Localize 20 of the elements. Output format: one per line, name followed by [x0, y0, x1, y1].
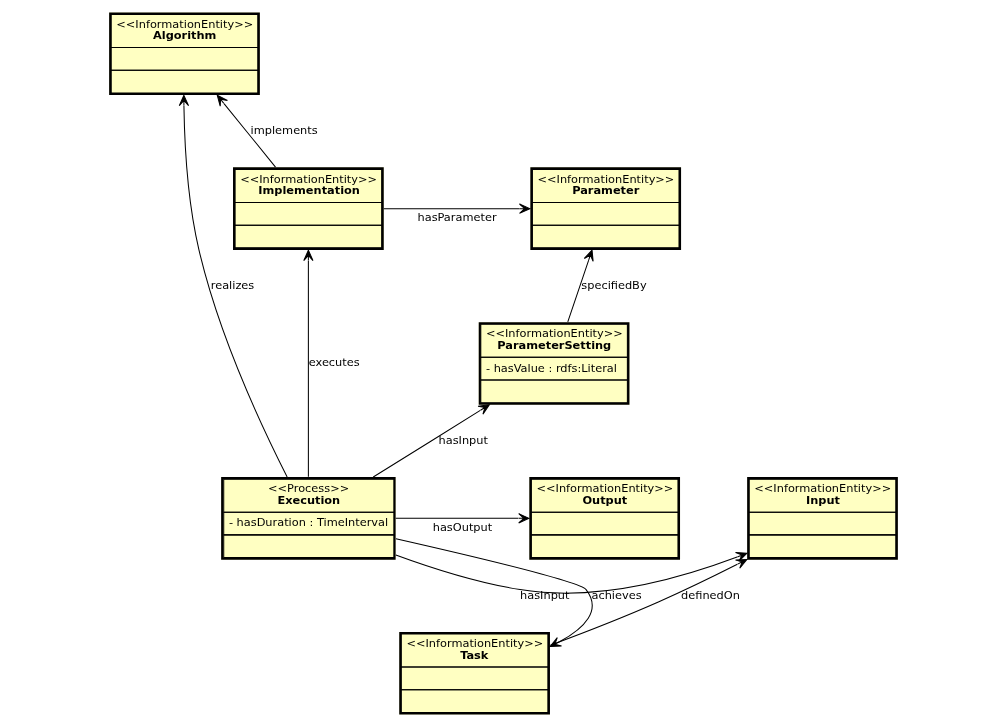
arrow [549, 558, 747, 646]
edge-label: realizes [210, 277, 254, 292]
edge-label: hasParameter [417, 209, 497, 224]
arrow [216, 94, 276, 168]
edge-label: executes [308, 355, 360, 370]
edge-label: hasInput [438, 432, 488, 447]
arrow [394, 552, 747, 594]
arrow [566, 249, 594, 323]
arrow [394, 538, 593, 648]
arrow [394, 513, 530, 524]
arrow [372, 404, 490, 478]
arrow [178, 94, 288, 478]
edge-label: hasInput [519, 587, 570, 602]
edge-label: hasOutput [432, 519, 492, 534]
edge-label: implements [250, 123, 318, 138]
edge-label: definedOn [680, 587, 740, 602]
edge-label: specifiedBy [580, 277, 647, 292]
arrow [302, 249, 314, 478]
arrow [382, 203, 530, 214]
edge-label: achieves [590, 587, 642, 602]
